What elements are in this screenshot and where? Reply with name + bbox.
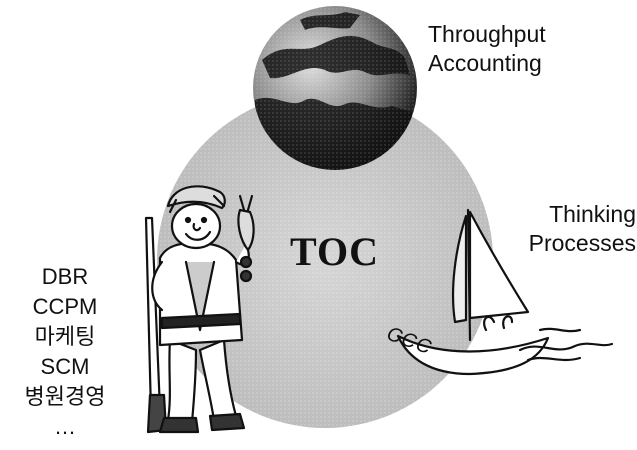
sailboat-illustration	[396, 208, 614, 376]
right-branch-label: Thinking Processes	[518, 200, 636, 258]
left-branch-item: 마케팅	[34, 324, 96, 349]
right-branch-line-1: Thinking	[549, 201, 636, 227]
top-branch-line-1: Throughput	[428, 21, 546, 47]
hunter-illustration	[144, 185, 255, 434]
left-branch-item: DBR	[41, 264, 89, 289]
top-branch-label: Throughput Accounting	[428, 20, 546, 78]
center-label: TOC	[290, 229, 379, 274]
top-branch-line-2: Accounting	[428, 50, 542, 76]
left-branch-item: SCM	[40, 354, 90, 379]
left-branch-item: …	[54, 414, 76, 439]
globe-icon	[253, 6, 417, 170]
left-branch-list: DBR CCPM 마케팅 SCM 병원경영 …	[10, 262, 120, 442]
left-branch-item: CCPM	[32, 294, 98, 319]
right-branch-line-2: Processes	[528, 230, 636, 256]
left-branch-item: 병원경영	[24, 384, 106, 409]
